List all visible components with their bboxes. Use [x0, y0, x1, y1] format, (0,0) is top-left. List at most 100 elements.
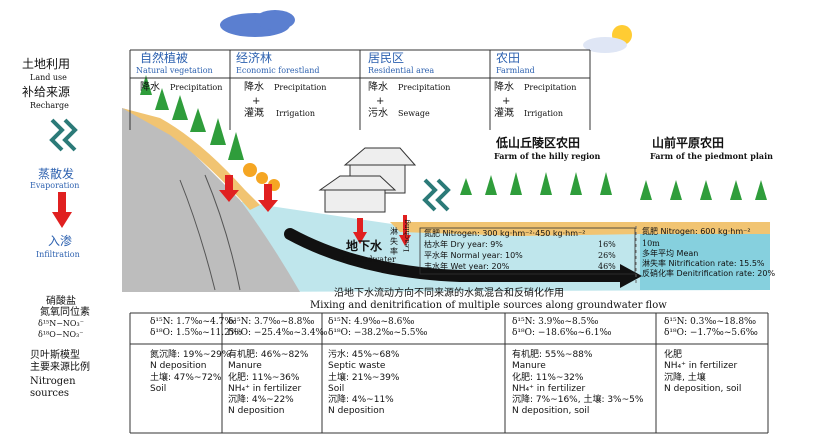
bayes-line: 化肥: 11%~36%: [228, 372, 300, 383]
flow-caption-zh: 沿地下水流动方向不同来源的水氮混合和反硝化作用: [334, 288, 564, 299]
recharge-3-en: Precipitation: [398, 83, 451, 92]
bayes-line: 氮沉降: 19%~29%: [150, 350, 231, 360]
recharge-2b-zh: 灌溉: [244, 108, 264, 119]
recharge-3-zh: 降水: [368, 82, 388, 93]
bayes-cell-5: 化肥 NH₄⁺ in fertilizer 沉降, 土壤 N depositio…: [664, 350, 741, 395]
isotope-n: δ¹⁵N: 0.3‰~18.8‰: [664, 317, 757, 327]
residential-houses: [318, 147, 417, 213]
leaching-zh-2: 失: [390, 237, 398, 246]
bayes-cell-2: 有机肥: 46%~82% Manure 化肥: 11%~36% NH₄⁺ in …: [228, 350, 308, 418]
bayes-line: NH₄⁺ in fertilizer: [664, 361, 738, 372]
leaching-zh-1: 淋: [390, 227, 398, 236]
groundwater-en: Groundwater: [342, 255, 396, 264]
piedmont-mean: 多年平均 Mean: [642, 249, 699, 258]
land-use-2-en: Economic forestland: [236, 66, 320, 75]
land-use-4-en: Farmland: [496, 66, 535, 75]
hilly-normal: 平水年 Normal year: 10%: [424, 251, 523, 260]
isotope-zh-2: 氮氧同位素: [40, 307, 90, 318]
bayes-zh-2: 主要来源比例: [30, 362, 90, 373]
land-use-1-zh: 自然植被: [140, 51, 189, 65]
hill-soil: [122, 108, 260, 210]
bayes-line: N deposition, soil: [512, 406, 590, 417]
hilly-dry: 枯水年 Dry year: 9%: [424, 240, 503, 249]
bayes-line: Manure: [228, 361, 262, 372]
isotope-cell-5: δ¹⁵N: 0.3‰~18.8‰ δ¹⁸O: −1.7‰~5.6‰: [664, 317, 758, 340]
land-use-4-zh: 农田: [496, 51, 521, 65]
rain-cloud: [220, 10, 295, 37]
hilly-nitrogen: 氮肥 Nitrogen: 300 kg·hm⁻²·450 kg·hm⁻²: [424, 229, 586, 238]
isotope-o: δ¹⁸O: −25.4‰~3.4‰: [228, 328, 328, 339]
bottom-table-frame: [129, 312, 769, 434]
land-use-2-zh: 经济林: [236, 51, 273, 65]
land-use-table-frame: [129, 49, 591, 130]
hilly-dry-value: 16%: [598, 240, 616, 249]
evaporation-en: Evaporation: [30, 181, 80, 190]
bayes-line: 沉降: 4%~11%: [328, 395, 394, 405]
bayes-line: N deposition: [150, 361, 207, 372]
crop-field: [460, 172, 767, 200]
bayes-line: Soil: [328, 383, 345, 394]
piedmont-farm-zh: 山前平原农田: [652, 136, 725, 150]
recharge-2-en: Precipitation: [274, 83, 327, 92]
isotope-n: δ¹⁵N: 1.7‰~4.7‰: [150, 317, 237, 327]
bayes-line: 沉降, 土壤: [664, 372, 706, 383]
infiltration-arrows: [52, 175, 411, 246]
land-use-3-zh: 居民区: [368, 51, 405, 65]
isotope-o: δ¹⁸O: −1.7‰~5.6‰: [664, 328, 758, 339]
hill-slope: [122, 108, 300, 292]
isotope-n: δ¹⁵N: 3.9‰~8.5‰: [512, 317, 599, 327]
hilly-stats-box: [419, 227, 636, 275]
piedmont-denitrification: 反硝化率 Denitrification rate: 20%: [642, 269, 776, 278]
recharge-zh: 补给来源: [22, 85, 71, 99]
isotope-n: δ¹⁵N: 3.7‰~8.8‰: [228, 317, 315, 327]
bayes-line: Manure: [512, 361, 546, 372]
infiltration-zh: 入渗: [48, 234, 73, 248]
evaporation-zh: 蒸散发: [38, 167, 75, 181]
recharge-1-zh: 降水: [140, 82, 160, 93]
bayes-cell-4: 有机肥: 55%~88% Manure 化肥: 11%~32% NH₄⁺ in …: [512, 350, 643, 418]
flow-caption-en: Mixing and denitrification of multiple s…: [310, 300, 667, 311]
bayes-cell-1: 氮沉降: 19%~29% N deposition 土壤: 47%~72% So…: [150, 350, 230, 395]
isotope-cell-1: δ¹⁵N: 1.7‰~4.7‰ δ¹⁸O: 1.5‰~11.2‰: [150, 317, 242, 340]
orchard-group: [243, 163, 280, 191]
bayes-line: 沉降: 4%~22%: [228, 395, 294, 405]
recharge-4-zh: 降水: [494, 82, 514, 93]
land-use-en: Land use: [30, 73, 67, 82]
bayes-en-2: sources: [30, 388, 70, 399]
bayes-line: NH₄⁺ in fertilizer: [228, 383, 302, 394]
infiltration-en: Infiltration: [36, 250, 80, 259]
piedmont-nitrogen: 氮肥 Nitrogen: 600 kg·hm⁻²: [642, 227, 751, 236]
recharge-2-zh: 降水: [244, 82, 264, 93]
soil-layer: [390, 222, 770, 236]
bayes-line: 沉降: 7%~16%, 土壤: 3%~5%: [512, 395, 644, 405]
piedmont-depth: 10m: [642, 239, 660, 248]
piedmont-farm-en: Farm of the piedmont plain: [650, 151, 773, 161]
bayes-line: NH₄⁺ in fertilizer: [512, 383, 586, 394]
recharge-3b-en: Sewage: [398, 109, 430, 118]
piedmont-nitrification: 淋失率 Nitrification rate: 15.5%: [642, 259, 765, 268]
bayes-line: 污水: 45%~68%: [328, 350, 400, 360]
bayes-cell-3: 污水: 45%~68% Septic waste 土壤: 21%~39% Soi…: [328, 350, 399, 418]
hilly-normal-value: 26%: [598, 251, 616, 260]
bayes-line: Soil: [150, 383, 167, 394]
recharge-4b-zh: 灌溉: [494, 108, 514, 119]
recharge-en: Recharge: [30, 101, 69, 110]
bayes-line: 化肥: 11%~32%: [512, 372, 584, 383]
isotope-n: δ¹⁵N: 4.9‰~8.6‰: [328, 317, 415, 327]
bayes-line: N deposition: [328, 406, 385, 417]
recharge-1-en: Precipitation: [170, 83, 223, 92]
isotope-o: δ¹⁸O: 1.5‰~11.2‰: [150, 328, 242, 339]
recharge-3-plus: +: [376, 96, 385, 107]
fracture-line: [179, 179, 216, 291]
flow-arrowhead: [620, 264, 642, 288]
groundwater-zh: 地下水: [346, 239, 383, 253]
recharge-3b-zh: 污水: [368, 108, 388, 119]
isotope-o: δ¹⁸O: −38.2‰~5.5‰: [328, 328, 428, 339]
bayes-line: 有机肥: 55%~88%: [512, 350, 593, 360]
isotope-zh-1: 硝酸盐: [46, 296, 76, 307]
isotope-cell-4: δ¹⁵N: 3.9‰~8.5‰ δ¹⁸O: −18.6‰~6.1‰: [512, 317, 612, 340]
isotope-cell-3: δ¹⁵N: 4.9‰~8.6‰ δ¹⁸O: −38.2‰~5.5‰: [328, 317, 428, 340]
recharge-2b-en: Irrigation: [276, 109, 315, 118]
hilly-wet: 丰水年 Wet year: 20%: [424, 262, 510, 271]
